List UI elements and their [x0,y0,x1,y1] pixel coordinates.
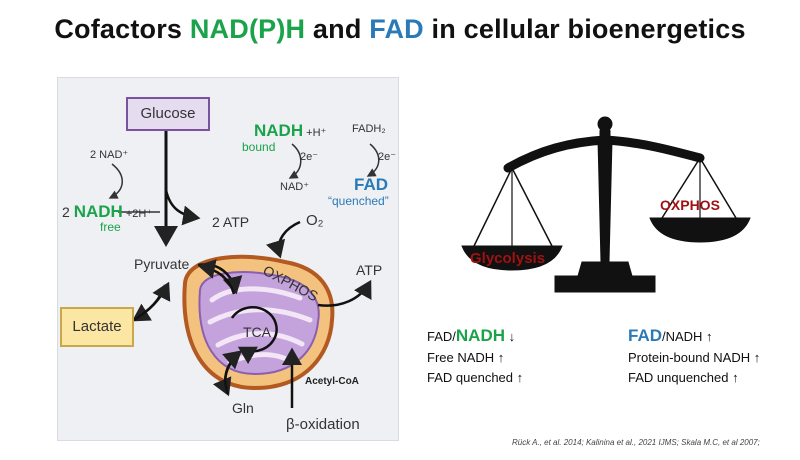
pyruvate-export-arrow [197,259,236,295]
lactate-box: Lactate [60,307,134,347]
glycolysis-label: Glycolysis [470,250,546,267]
fadh2-label: FADH₂ [352,123,386,135]
gln-import-arrow [222,350,242,395]
atp-output-arrow [317,279,372,307]
pyruvate-label: Pyruvate [134,256,190,272]
glucose-box: Glucose [126,97,210,131]
title-fad: FAD [369,14,424,44]
right-protein-bound-line: Protein-bound NADH ↑ [628,350,761,365]
title-nadph: NAD(P)H [189,14,306,44]
atp-branch-arrow [164,189,201,226]
tca-label: TCA [243,324,271,340]
balance-scale-icon [461,116,751,293]
atp-label: ATP [356,262,383,278]
right-ratio-line: FAD/NADH ↑ [628,326,713,345]
acetyl-coa-label: Acetyl-CoA [305,376,359,387]
nad-plus-product-label: NAD⁺ [280,181,310,193]
nadh-bound-label: NADH +H⁺ [254,121,327,140]
quenched-label: “quenched” [328,194,389,208]
fad-label: FAD [354,175,388,194]
left-ratio-line: FAD/NADH ↓ [427,326,516,345]
free-label: free [100,220,121,234]
left-fad-quenched-line: FAD quenched ↑ [427,370,524,385]
o2-arrow [265,220,301,259]
citation: Rück A., et al. 2014; Kalinina et al., 2… [512,438,760,447]
gln-label: Gln [232,400,254,416]
tca-cycle-arrow [230,306,278,365]
bound-label: bound [242,140,276,154]
pyruvate-lactate-arrow [131,284,167,322]
nadh-free-label: 2 NADH +2H⁺ [62,202,153,221]
beta-oxidation-label: β-oxidation [286,416,360,433]
two-electron-label-2: 2e⁻ [378,151,397,163]
two-electron-label-1: 2e⁻ [300,151,319,163]
page-title: Cofactors NAD(P)H and FAD in cellular bi… [54,14,746,44]
nad-reduction-arrow [108,163,123,199]
nadh-oxidation-arrow [288,143,302,179]
oxygen-label: O₂ [306,212,324,229]
nad-plus-label: 2 NAD⁺ [90,149,129,161]
fadh2-oxidation-arrow [366,143,380,177]
left-free-nadh-line: Free NADH ↑ [427,350,505,365]
mitochondrion-icon [182,254,335,391]
right-fad-unquenched-line: FAD unquenched ↑ [628,370,739,385]
atp-glycolysis-label: 2 ATP [212,214,250,230]
oxphos-scale-label: OXPHOS [660,197,720,213]
lactate-pyruvate-arrow [133,281,171,322]
